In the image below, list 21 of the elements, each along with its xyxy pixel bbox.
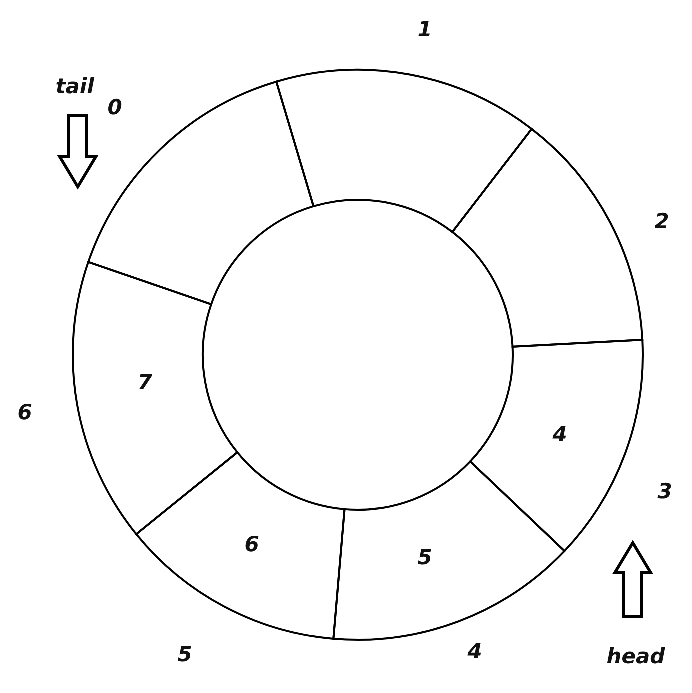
buffer-slot: [469, 339, 644, 552]
index-label: 6: [18, 402, 32, 424]
index-label: 2: [654, 212, 670, 232]
buffer-slot: [136, 452, 346, 640]
index-label: 0: [108, 98, 122, 118]
pointer-label: head: [606, 646, 666, 668]
slot-value: 7: [138, 372, 152, 394]
buffer-slot: [72, 261, 239, 536]
index-label: 4: [468, 642, 482, 662]
index-label: 1: [418, 20, 432, 40]
buffer-slot: [332, 460, 566, 641]
slot-value: 4: [552, 424, 568, 446]
buffer-slot: [276, 69, 533, 234]
block-arrow: [612, 540, 654, 618]
block-arrow: [57, 114, 99, 190]
index-label: 3: [658, 482, 672, 502]
pointer-label: tail: [56, 76, 94, 98]
buffer-slot: [452, 128, 644, 348]
slot-value: 6: [244, 534, 260, 556]
slot-value: 5: [418, 548, 432, 568]
index-label: 5: [178, 644, 192, 666]
